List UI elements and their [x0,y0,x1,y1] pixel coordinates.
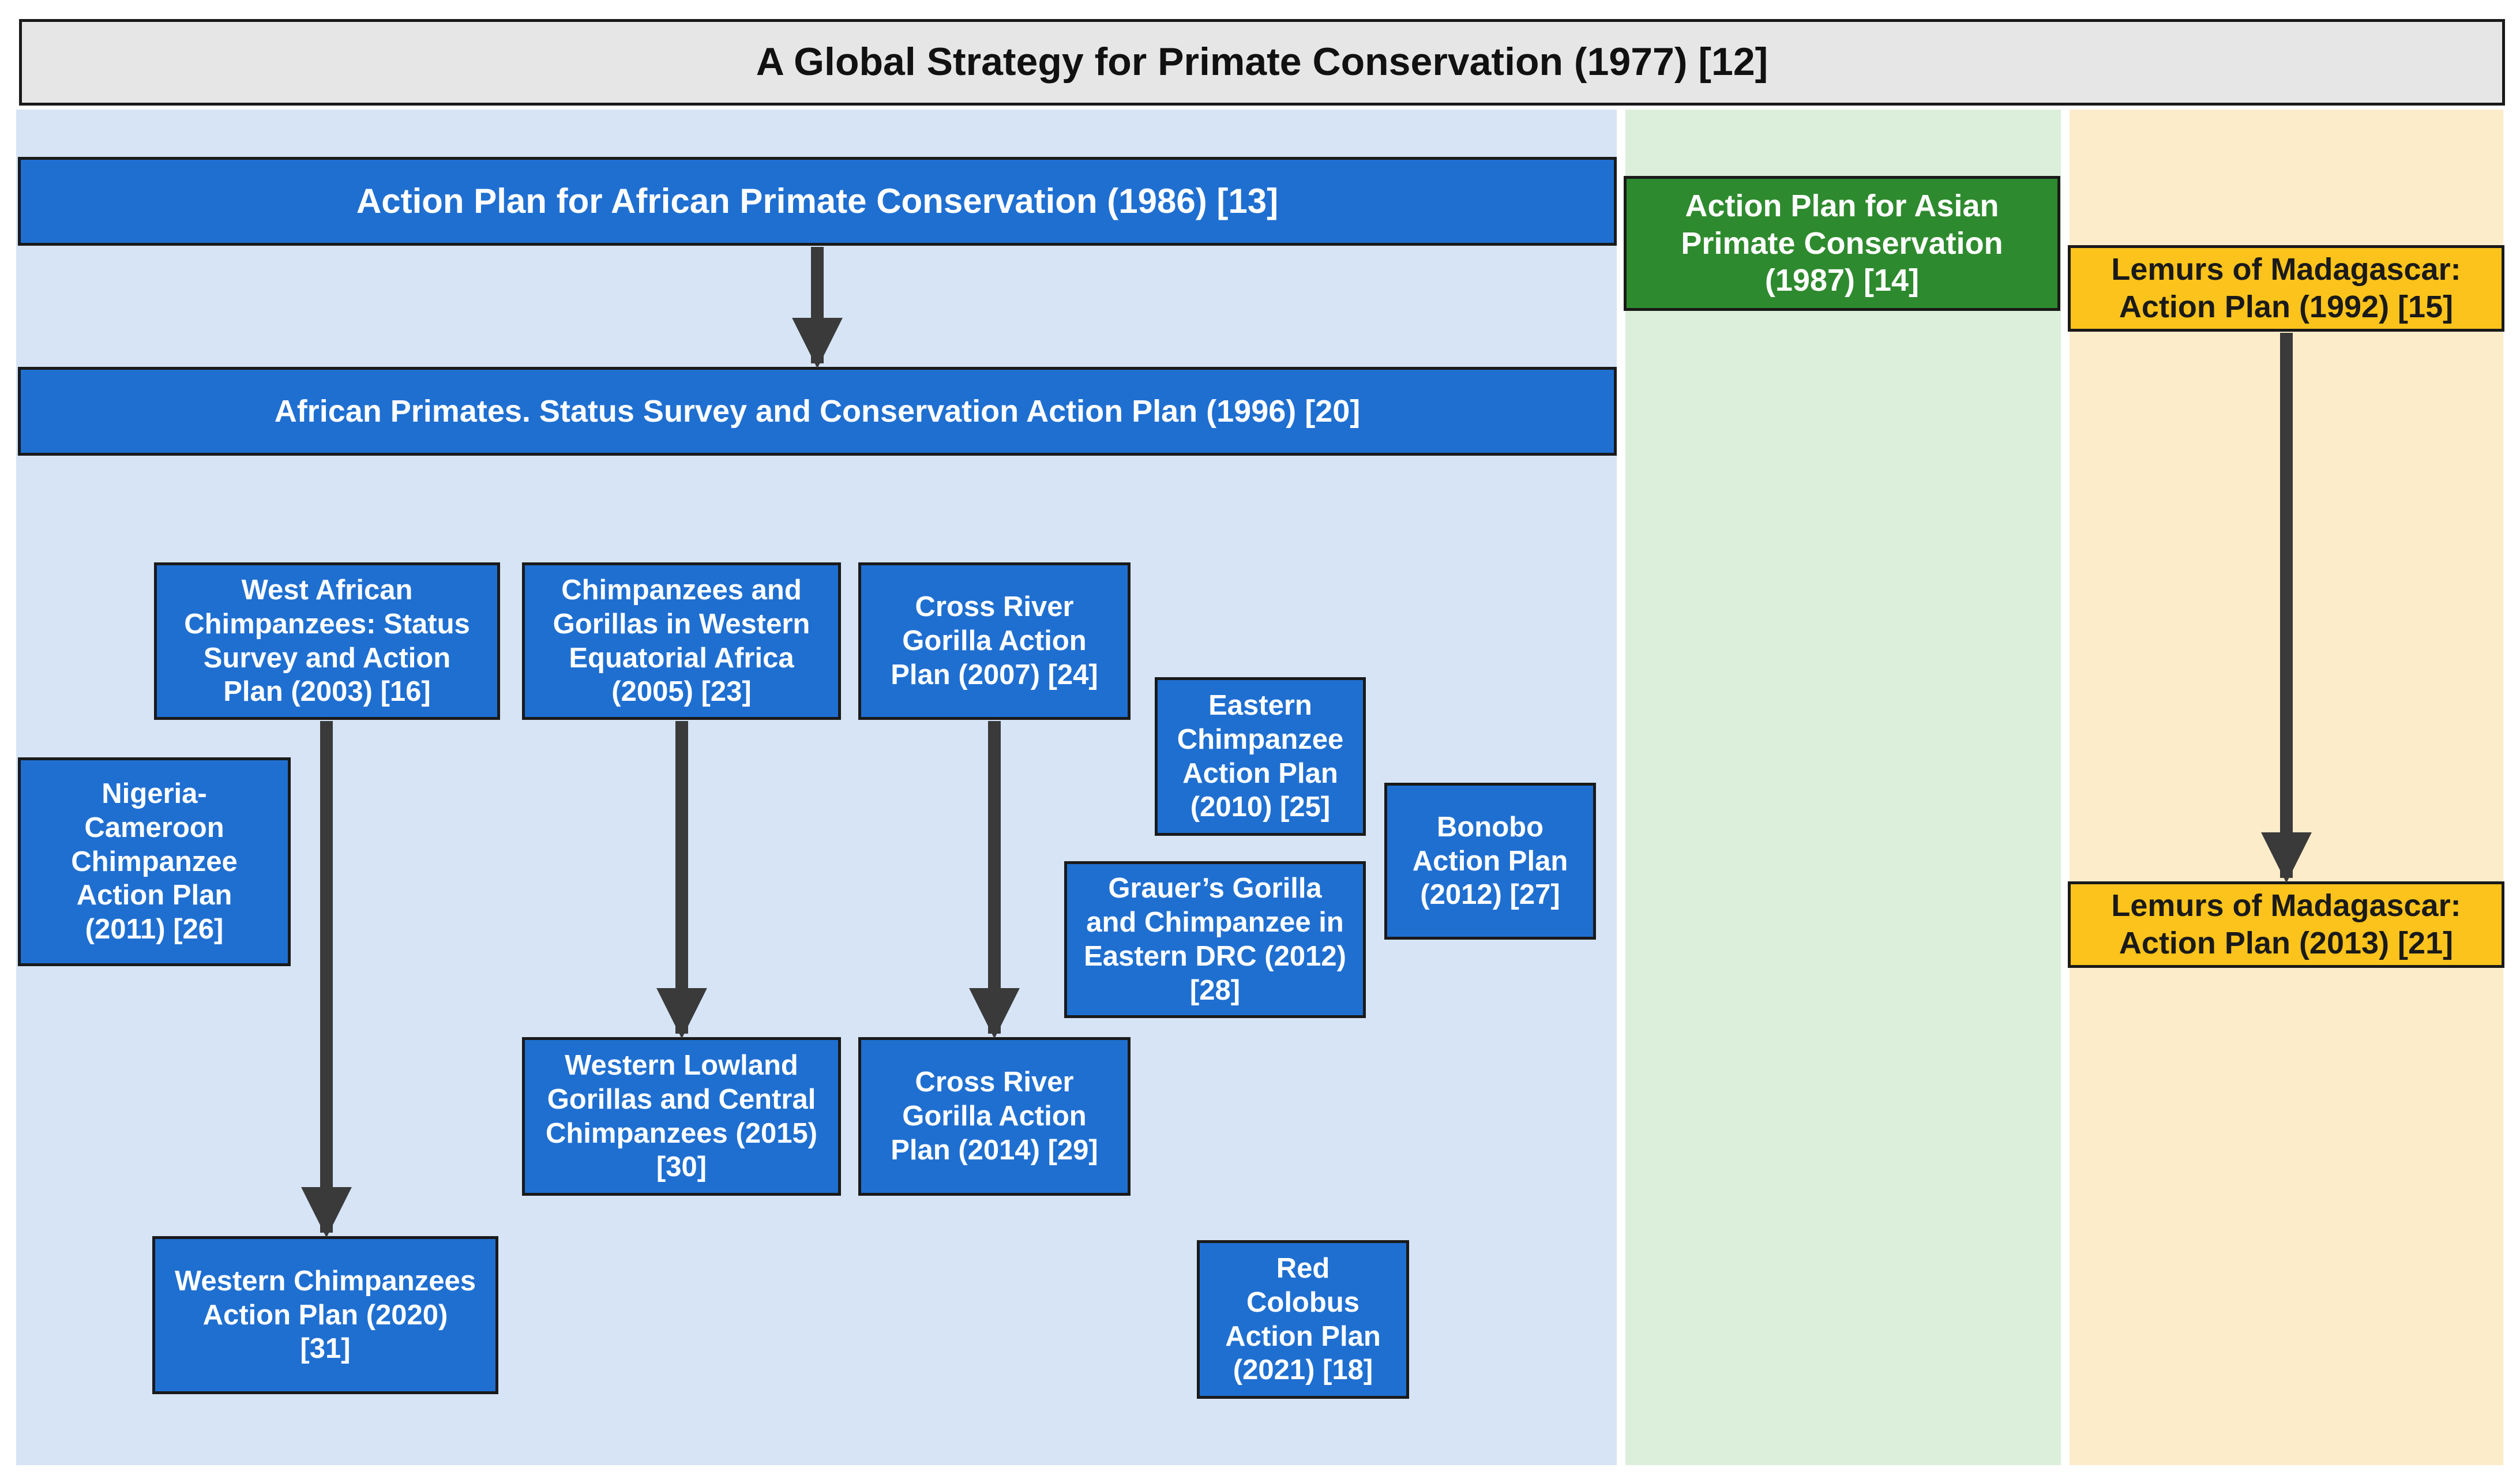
asia-panel [1625,110,2061,1465]
page-title: A Global Strategy for Primate Conservati… [19,19,2505,106]
eastern-chimpanzee-2010: Eastern Chimpanzee Action Plan (2010) [2… [1155,677,1366,836]
african-primates-action-plan-1996: African Primates. Status Survey and Cons… [18,367,1617,456]
cross-river-gorilla-2014: Cross River Gorilla Action Plan (2014) [… [858,1037,1131,1196]
grauers-gorilla-2012: Grauer’s Gorilla and Chimpanzee in Easte… [1064,861,1366,1018]
lemurs-madagascar-1992: Lemurs of Madagascar: Action Plan (1992)… [2068,245,2504,332]
lemurs-madagascar-2013: Lemurs of Madagascar: Action Plan (2013)… [2068,881,2504,968]
western-lowland-gorillas-2015: Western Lowland Gorillas and Central Chi… [522,1037,841,1196]
western-equatorial-africa-2005: Chimpanzees and Gorillas in Western Equa… [522,562,841,720]
nigeria-cameroon-chimpanzee-2011: Nigeria- Cameroon Chimpanzee Action Plan… [18,757,291,966]
cross-river-gorilla-2007: Cross River Gorilla Action Plan (2007) [… [858,562,1131,720]
bonobo-action-plan-2012: Bonobo Action Plan (2012) [27] [1384,783,1596,940]
red-colobus-2021: Red Colobus Action Plan (2021) [18] [1197,1240,1409,1399]
asian-action-plan-1987: Action Plan for Asian Primate Conservati… [1624,176,2060,311]
african-action-plan-1986: Action Plan for African Primate Conserva… [18,157,1617,246]
western-chimpanzees-2020: Western Chimpanzees Action Plan (2020) [… [152,1236,498,1394]
west-african-chimpanzees-2003: West African Chimpanzees: Status Survey … [154,562,500,720]
